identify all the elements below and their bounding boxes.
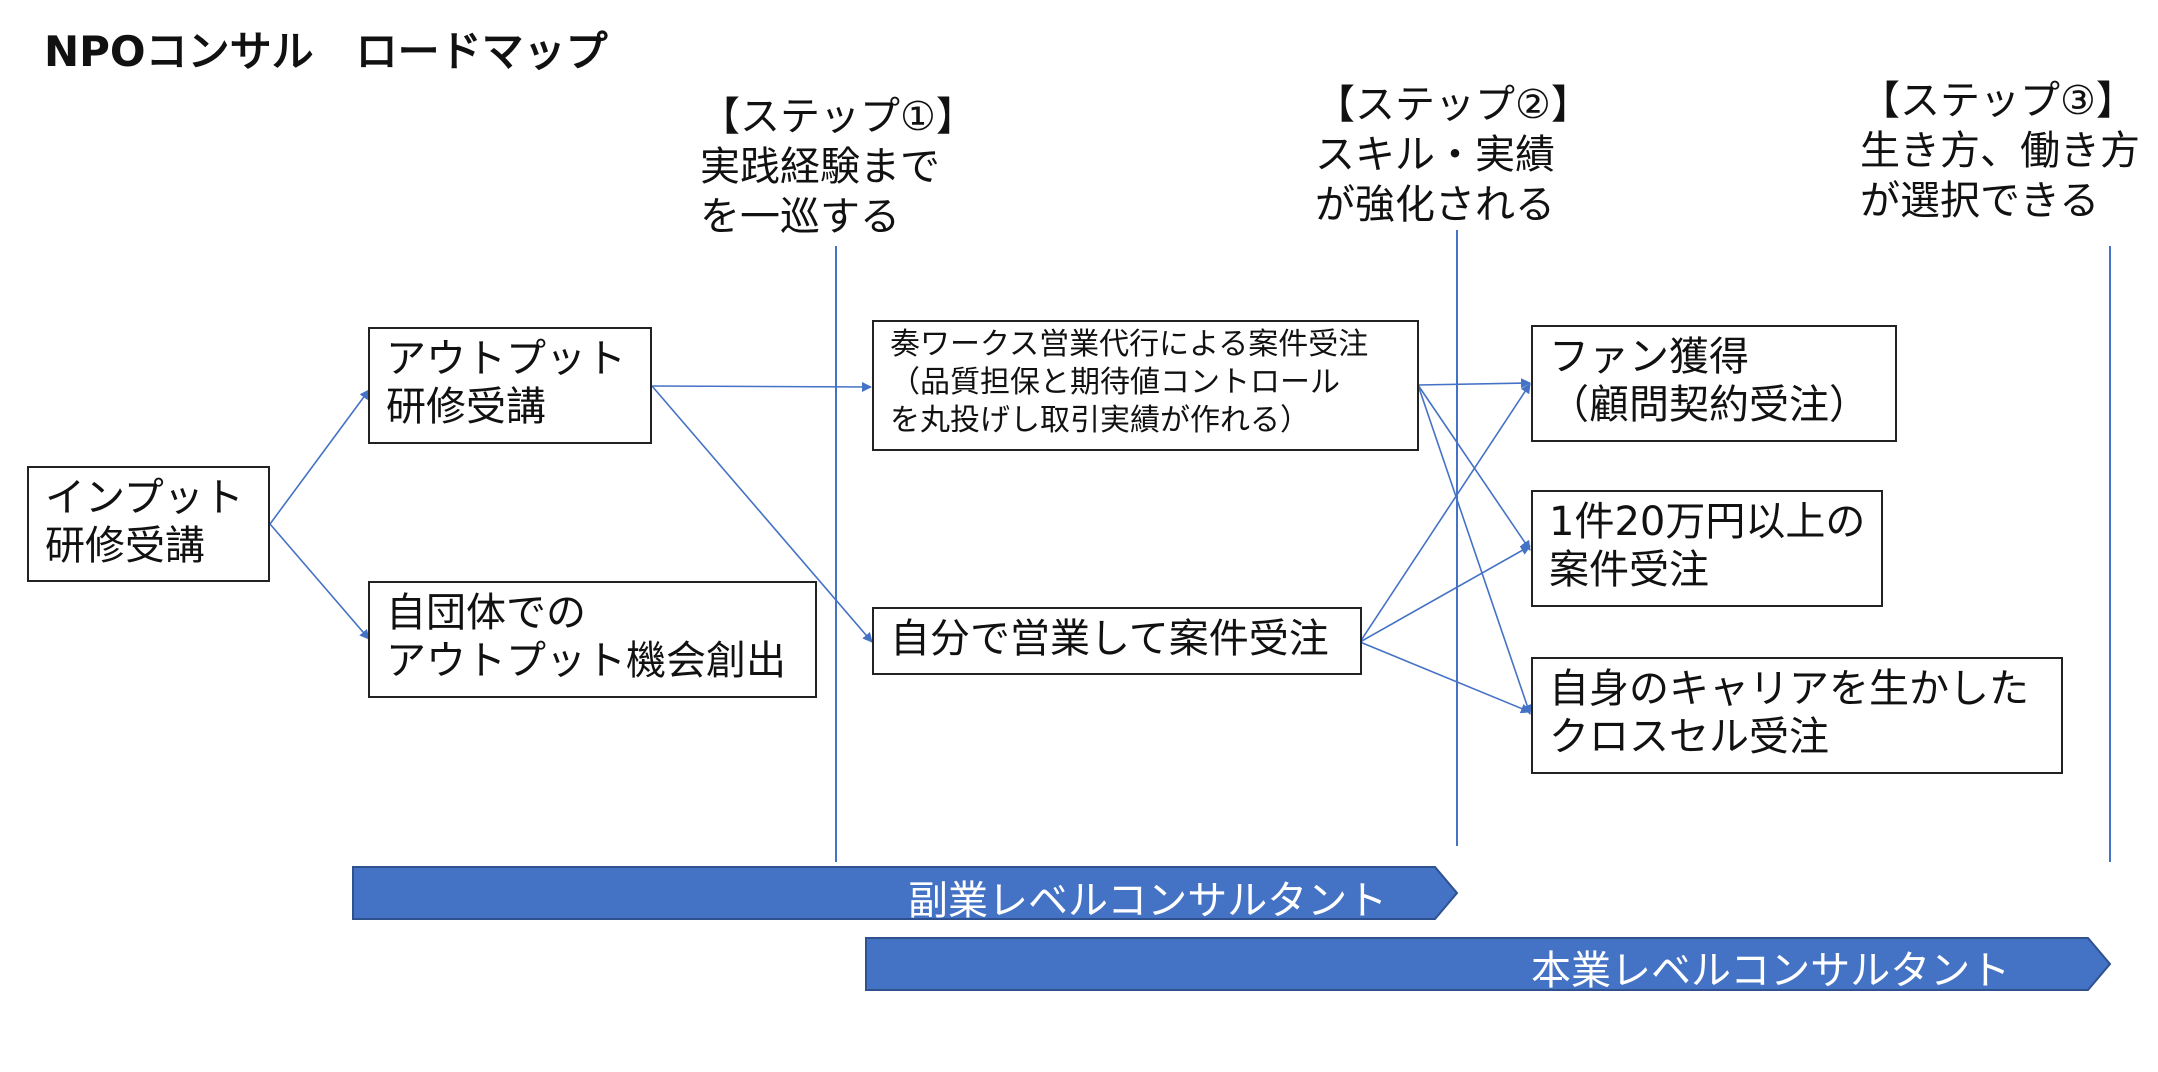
node-fan-line2: （顧問契約受注） [1549,382,1869,428]
node-own-org-line1: 自団体での [386,590,586,636]
node-kanade-line3: を丸投げし取引実績が作れる） [890,403,1310,438]
step-2-line1: スキル・実績 [1315,132,1555,178]
node-kanade-line1: 奏ワークス営業代行による案件受注 [890,327,1369,362]
arrow-selfsales-to-crosssell [1359,641,1531,714]
main-job-band [865,937,2112,991]
node-fan-line1: ファン獲得 [1549,334,1749,380]
node-own-org-line2: アウトプット機会創出 [386,638,786,684]
step-2-heading: 【ステップ②】 [1315,82,1591,128]
step-3-heading: 【ステップ③】 [1860,78,2136,124]
node-cross-sell: 自身のキャリアを生かした クロスセル受注 [1531,657,2063,774]
node-kanade-works: 奏ワークス営業代行による案件受注 （品質担保と期待値コントロール を丸投げし取引… [872,320,1419,451]
step-1-label: 【ステップ①】 実践経験まで を一巡する [700,92,976,242]
arrow-kanade-to-crosssell [1417,384,1532,715]
arrow-output-to-kanade [651,381,872,392]
step-2-label: 【ステップ②】 スキル・実績 が強化される [1315,80,1591,230]
arrow-input-to-own-org [269,523,370,640]
step-3-line1: 生き方、働き方 [1860,128,2140,174]
arrow-selfsales-to-bigdeal [1359,545,1531,643]
node-cross-sell-line2: クロスセル受注 [1549,714,1829,760]
node-kanade-line2: （品質担保と期待値コントロール [890,365,1340,400]
node-output-line1: アウトプット [386,336,626,382]
node-self-sales: 自分で営業して案件受注 [872,607,1362,675]
node-big-deal: 1件20万円以上の 案件受注 [1531,490,1883,607]
node-self-sales-line1: 自分で営業して案件受注 [890,616,1329,662]
step-2-line2: が強化される [1315,182,1555,228]
step-3-line2: が選択できる [1860,178,2100,224]
node-fan: ファン獲得 （顧問契約受注） [1531,325,1897,442]
page-title: NPOコンサル ロードマップ [44,27,608,76]
node-own-org: 自団体での アウトプット機会創出 [368,581,817,698]
side-job-band-label: 副業レベルコンサルタント [908,878,1388,924]
node-input-line1: インプット [45,475,244,521]
main-job-band-label: 本業レベルコンサルタント [1531,948,2011,994]
arrow-input-to-output [269,389,370,525]
node-output-training: アウトプット 研修受講 [368,327,652,444]
arrow-selfsales-to-fan [1359,383,1531,643]
node-input-line2: 研修受講 [45,523,205,569]
step-3-label: 【ステップ③】 生き方、働き方 が選択できる [1860,76,2140,226]
step-1-heading: 【ステップ①】 [700,94,976,140]
arrow-kanade-to-fan [1417,378,1531,389]
node-big-deal-line1: 1件20万円以上の [1549,499,1866,545]
arrow-output-to-self-sales [651,385,873,643]
step-1-line1: 実践経験まで [700,144,940,190]
node-input-training: インプット 研修受講 [27,466,270,582]
side-job-band [352,866,1459,920]
step-1-line2: を一巡する [700,194,900,240]
arrow-kanade-to-bigdeal [1417,384,1531,551]
node-cross-sell-line1: 自身のキャリアを生かした [1549,666,2029,712]
node-output-line2: 研修受講 [386,384,546,430]
node-big-deal-line2: 案件受注 [1549,547,1709,593]
